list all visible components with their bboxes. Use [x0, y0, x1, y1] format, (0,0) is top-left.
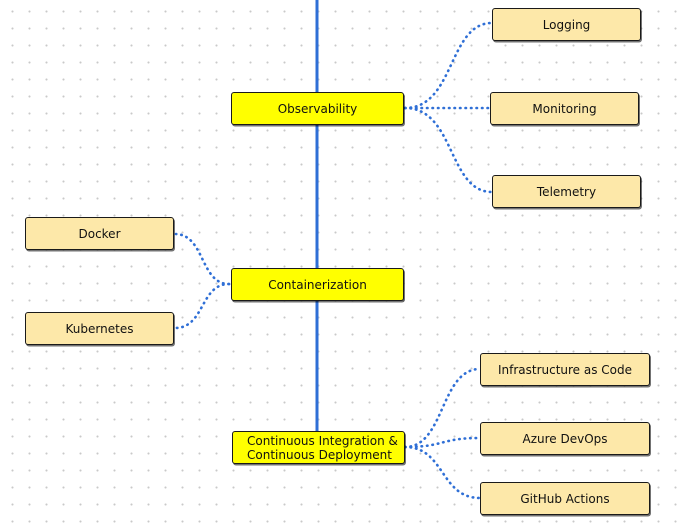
node-label-line: Continuous Deployment: [247, 447, 392, 462]
connector-observability-logging: [403, 21, 494, 110]
connector-cicd-iac: [403, 367, 482, 449]
node-label: Kubernetes: [65, 321, 134, 336]
connector-cicd-azure: [403, 436, 482, 449]
node-github-actions[interactable]: GitHub Actions: [480, 482, 650, 515]
connector-observability-telemetry: [403, 106, 494, 194]
node-label: Azure DevOps: [522, 431, 608, 446]
node-kubernetes[interactable]: Kubernetes: [25, 312, 174, 345]
node-label: Logging: [542, 17, 591, 32]
node-monitoring[interactable]: Monitoring: [490, 92, 639, 125]
node-observability[interactable]: Observability: [231, 92, 404, 125]
connector-containerization-kubernetes: [173, 282, 231, 330]
connector-cicd-github: [403, 445, 482, 500]
node-telemetry[interactable]: Telemetry: [492, 175, 641, 208]
node-azure-devops[interactable]: Azure DevOps: [480, 422, 650, 455]
node-label: Infrastructure as Code: [497, 362, 633, 377]
node-label: Telemetry: [536, 184, 597, 199]
node-label: Observability: [277, 101, 358, 116]
node-label: Monitoring: [532, 101, 597, 116]
node-infrastructure-as-code[interactable]: Infrastructure as Code: [480, 353, 650, 386]
node-label: Containerization: [268, 277, 367, 292]
node-label-line: Continuous Integration &: [247, 433, 398, 448]
node-logging[interactable]: Logging: [492, 8, 641, 41]
connector-containerization-docker: [173, 232, 231, 286]
node-docker[interactable]: Docker: [25, 217, 174, 250]
node-label: Docker: [78, 226, 121, 241]
node-cicd[interactable]: Continuous Integration & Continuous Depl…: [232, 431, 405, 464]
node-containerization[interactable]: Containerization: [231, 268, 404, 301]
node-label: GitHub Actions: [520, 491, 610, 506]
